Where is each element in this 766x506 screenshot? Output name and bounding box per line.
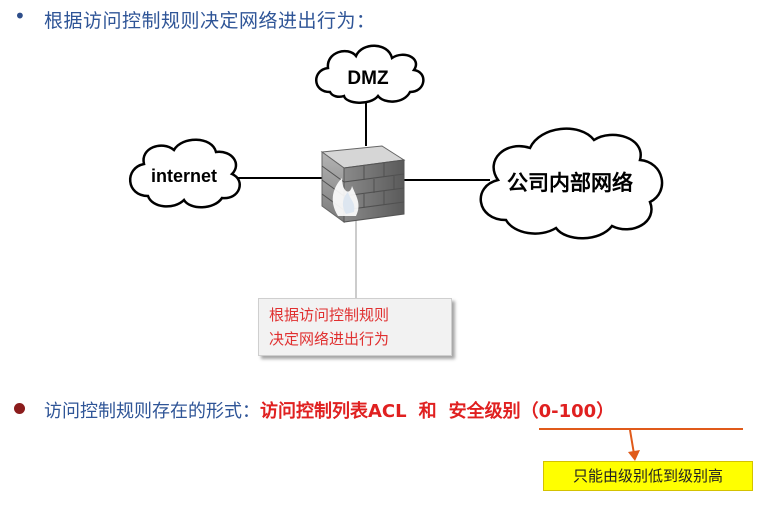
internet-cloud: internet (128, 138, 241, 209)
and-word: 和 (418, 401, 437, 422)
acl-term: 访问控制列表ACL (260, 401, 407, 422)
callout-line-1: 根据访问控制规则 (269, 306, 390, 324)
callout-line-2: 决定网络进出行为 (269, 330, 390, 348)
internal-network-label: 公司内部网络 (507, 171, 633, 195)
heading-text: 根据访问控制规则决定网络进出行为： (44, 10, 376, 32)
forms-prefix: 访问控制规则存在的形式： (44, 401, 260, 422)
dmz-label: DMZ (347, 68, 389, 89)
arrow-to-note (628, 430, 640, 461)
internal-network-cloud: 公司内部网络 (479, 127, 664, 240)
heading-bullet: • (14, 4, 26, 28)
firewall-icon (320, 145, 406, 223)
bottom-bullet (14, 403, 25, 414)
security-level-underline (539, 428, 743, 430)
dmz-cloud: DMZ (315, 44, 425, 104)
internet-label: internet (151, 166, 217, 186)
callout-box: 根据访问控制规则 决定网络进出行为 (258, 298, 452, 356)
security-level-term: 安全级别（0-100） (448, 401, 615, 422)
acl-forms-line: 访问控制规则存在的形式：访问控制列表ACL 和安全级别（0-100） (44, 397, 614, 423)
level-direction-note: 只能由级别低到级别高 (543, 461, 753, 491)
